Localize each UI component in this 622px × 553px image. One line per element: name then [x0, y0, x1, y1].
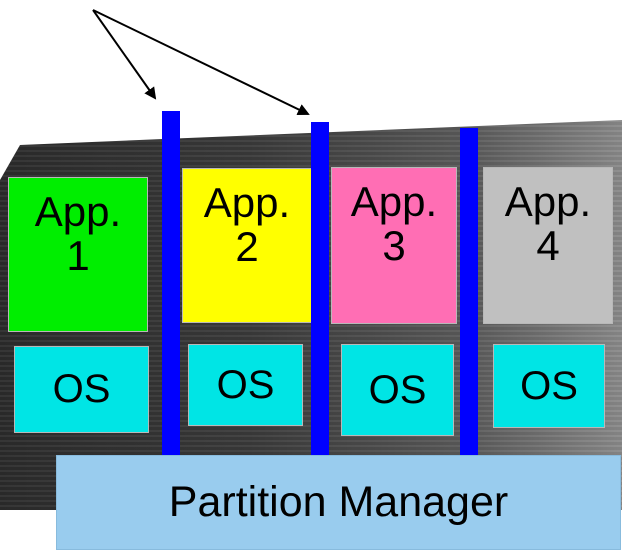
- app-4-box: App. 4: [483, 167, 613, 324]
- os-1-box: OS: [14, 346, 149, 433]
- arrow-1: [92, 9, 157, 100]
- app-2-box: App. 2: [182, 168, 312, 323]
- partition-manager-box: Partition Manager: [56, 455, 621, 550]
- pointer-arrows: [92, 9, 310, 116]
- app-3-box: App. 3: [331, 167, 457, 324]
- os-4-box: OS: [493, 344, 605, 428]
- hypervisor-bar-2: [311, 122, 329, 457]
- os-3-box: OS: [341, 344, 454, 436]
- os-2-box: OS: [188, 344, 303, 426]
- hypervisor-bar-1: [162, 111, 180, 457]
- arrow-2: [92, 9, 310, 116]
- app-1-box: App. 1: [8, 177, 148, 332]
- hypervisor-bar-3: [460, 128, 478, 457]
